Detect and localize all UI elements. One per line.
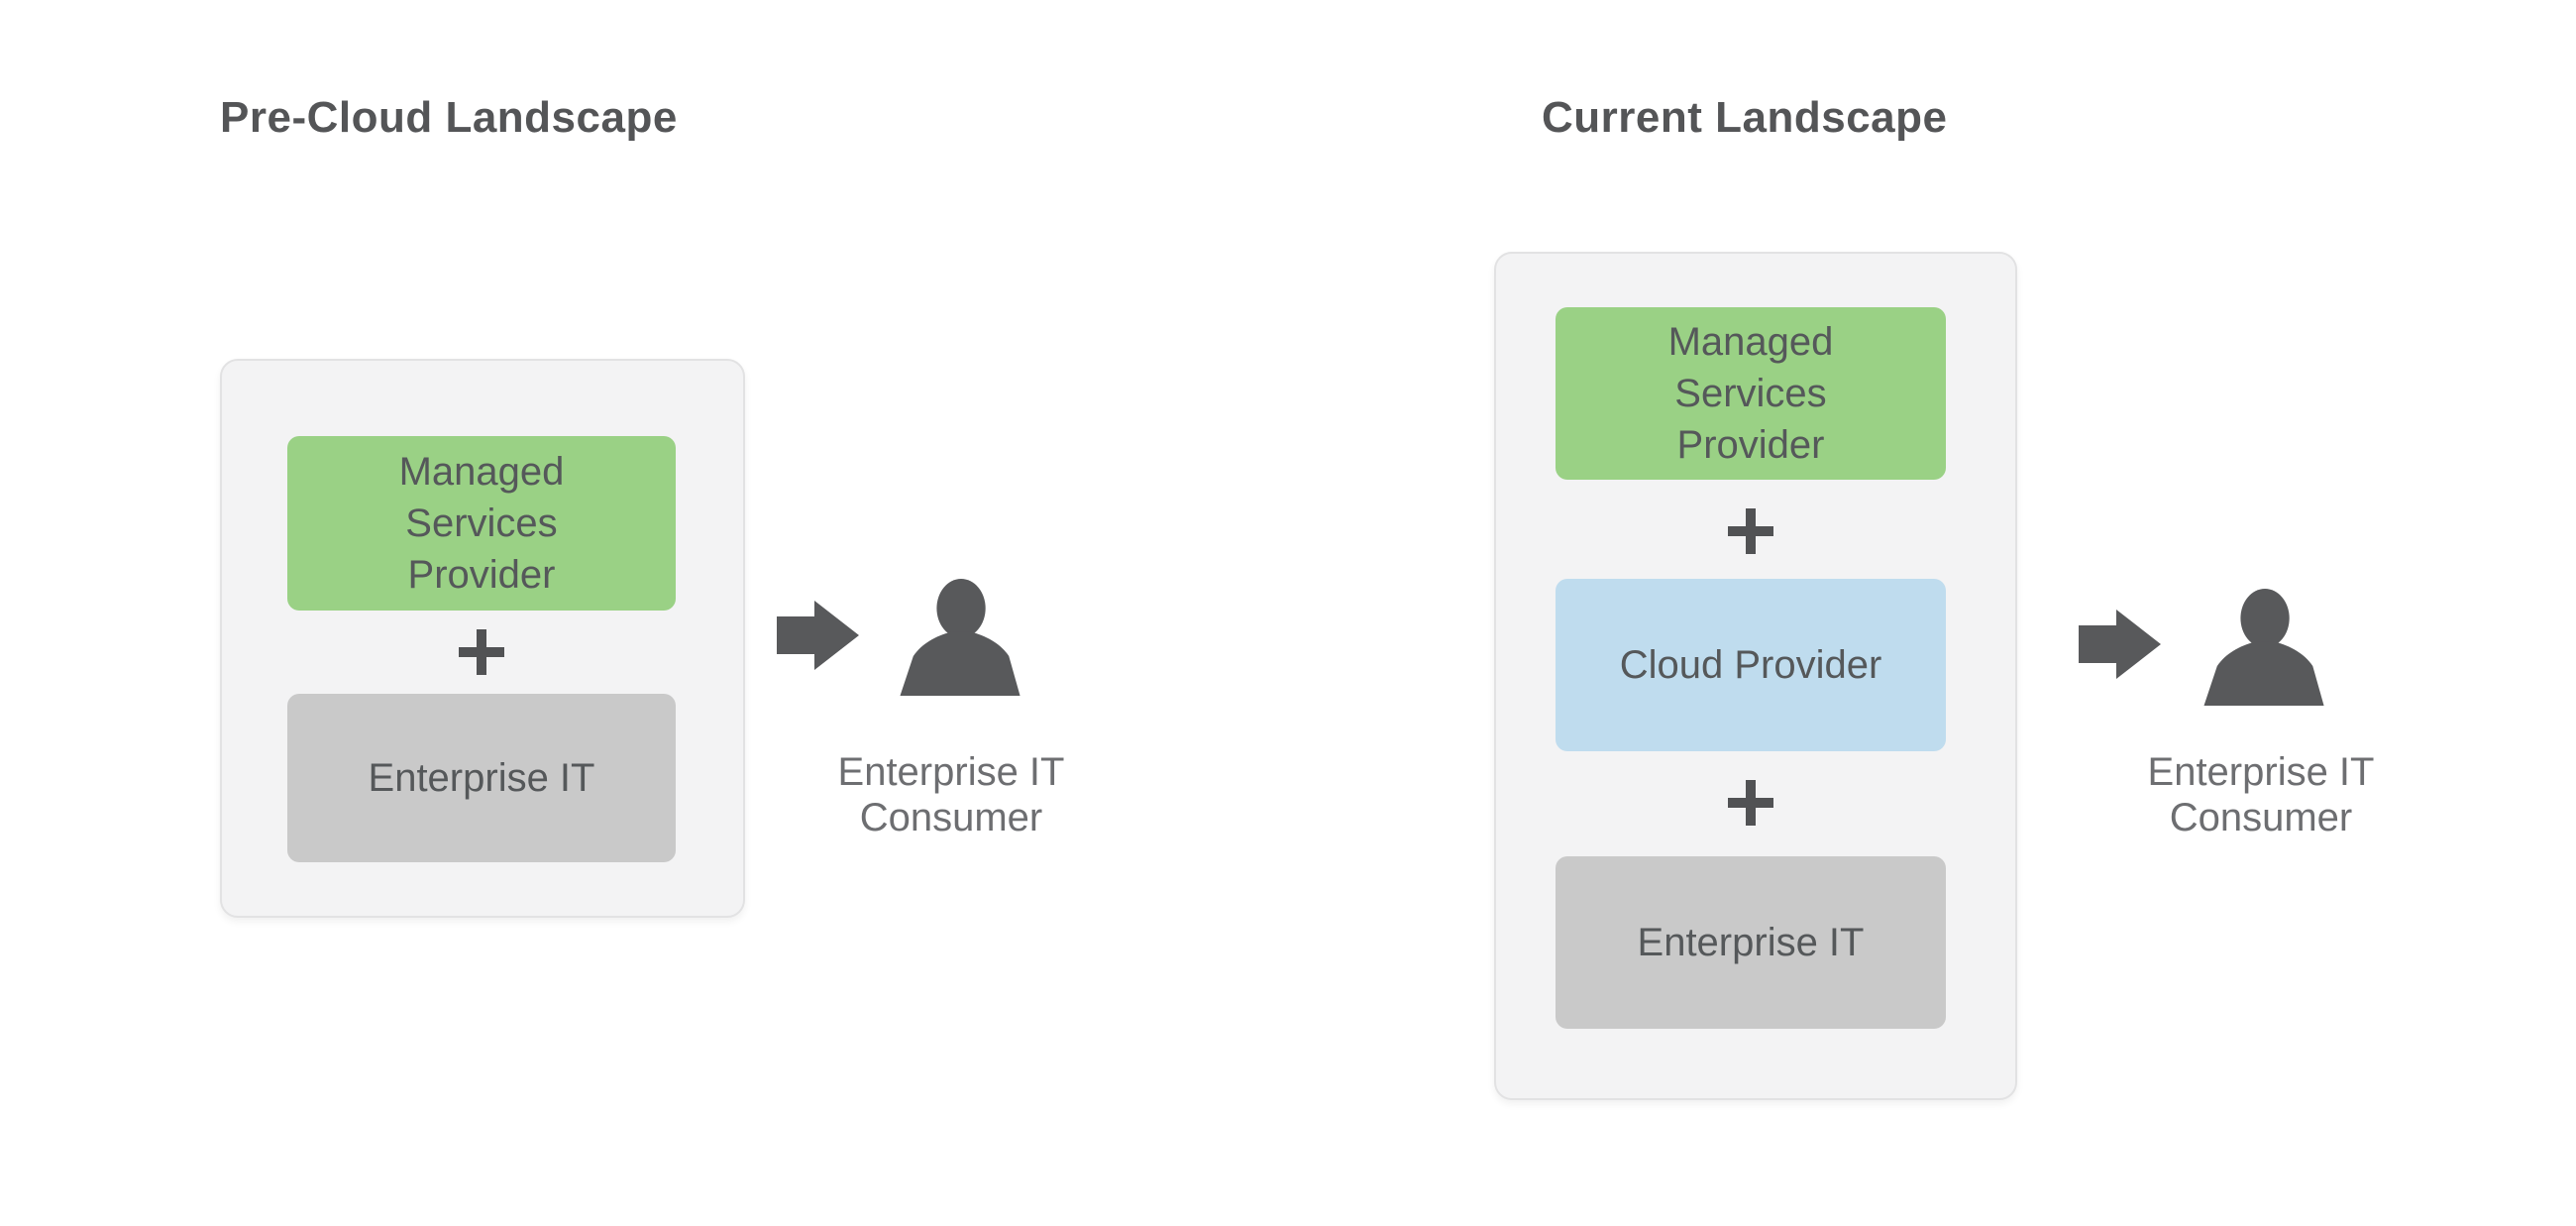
left-managed-services-provider-box: Managed Services Provider [287,436,676,611]
box-label-line: Provider [407,553,556,597]
plus-icon [1728,780,1773,826]
right-provider-container: Managed Services Provider Cloud Provider… [1494,252,2017,1100]
box-label-line: Services [1674,372,1827,415]
arrow-right-icon [2079,607,2164,682]
plus-icon [1728,508,1773,554]
caption-line: Consumer [2169,796,2353,839]
box-label-line: Provider [1676,423,1825,467]
right-panel-title: Current Landscape [1542,93,1948,142]
person-icon [888,579,1030,696]
box-label-line: Managed [1667,320,1834,364]
caption-line: Enterprise IT [837,750,1065,794]
arrow-right-icon [777,598,862,673]
caption-line: Consumer [859,796,1043,839]
box-label-line: Enterprise IT [368,756,595,800]
left-panel-title: Pre-Cloud Landscape [220,93,678,142]
left-provider-container: Managed Services Provider Enterprise IT [220,359,745,918]
box-label-line: Managed [398,450,565,494]
box-label-line: Services [405,502,558,545]
right-enterprise-it-box: Enterprise IT [1556,856,1946,1029]
box-label-line: Enterprise IT [1637,921,1865,964]
right-consumer-caption: Enterprise IT Consumer [2063,749,2459,840]
left-enterprise-it-box: Enterprise IT [287,694,676,862]
plus-icon [459,629,504,675]
caption-line: Enterprise IT [2147,750,2375,794]
right-cloud-provider-box: Cloud Provider [1556,579,1946,751]
box-label-line: Cloud Provider [1619,643,1882,687]
right-managed-services-provider-box: Managed Services Provider [1556,307,1946,480]
person-icon [2192,589,2334,706]
left-consumer-caption: Enterprise IT Consumer [753,749,1149,840]
